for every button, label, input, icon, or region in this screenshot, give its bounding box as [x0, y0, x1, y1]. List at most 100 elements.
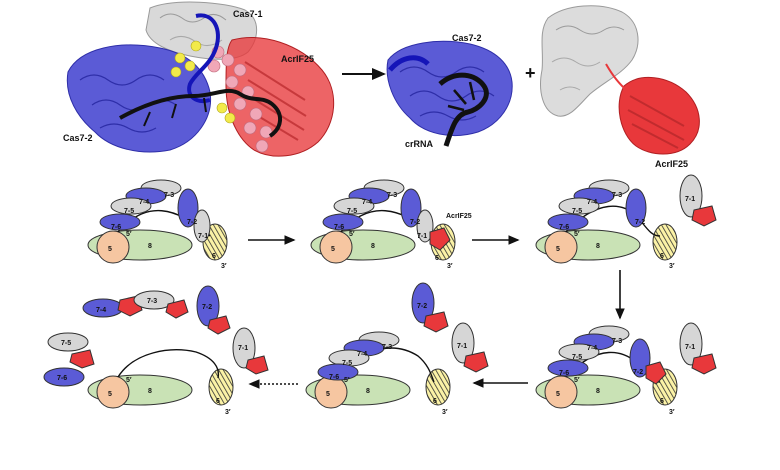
diagram-shape [225, 75, 239, 89]
label-7-5: 7-5 [124, 208, 134, 215]
diagram-label: 7-6 [334, 224, 344, 231]
diagram-label: 7-3 [612, 192, 622, 199]
diagram-shape [96, 375, 130, 409]
panel-disassembled: 7-4 7-3 7-2 7-1 7-5 7-6 5′ 5 8 6 3′ [43, 285, 269, 416]
diagram-shape [119, 88, 282, 138]
diagram-shape [255, 139, 269, 153]
diagram-shape [605, 63, 627, 91]
diagram-label: 7-6 [329, 374, 339, 381]
diagram-shape [143, 97, 207, 127]
diagram-shape [559, 86, 581, 91]
diagram-label: 5 [556, 246, 560, 253]
diagram-label: 7-1 [238, 345, 248, 352]
label-acrif25-complex: AcrIF25 [281, 54, 314, 64]
diagram-shape [243, 121, 257, 135]
diagram-label: 6 [433, 398, 437, 405]
diagram-shape [400, 188, 422, 228]
diagram-shape [133, 290, 175, 310]
diagram-shape [551, 57, 601, 67]
diagram-label: 7-1 [417, 233, 427, 240]
label-cas7-2-product: Cas7-2 [452, 33, 482, 43]
diagram-label: 7-2 [417, 303, 427, 310]
label-7-2: 7-2 [187, 219, 197, 226]
diagram-label: 5′ [349, 231, 355, 238]
diagram-label: 3′ [447, 263, 453, 270]
diagram-shape [544, 230, 578, 264]
diagram-shape [79, 74, 165, 86]
diagram-shape [232, 327, 256, 369]
diagram-label: 6 [660, 398, 664, 405]
diagram-label: 3′ [442, 409, 448, 416]
diagram-shape [386, 40, 513, 136]
diagram-label: 7-2 [635, 219, 645, 226]
label-cas6: 6 [212, 253, 216, 260]
diagram-label: 7-3 [612, 338, 622, 345]
diagram-label: 7-5 [572, 354, 582, 361]
diagram-shape [233, 97, 247, 111]
diagram-shape [691, 353, 717, 375]
diagram-shape [47, 332, 89, 352]
diagram-label: 7-1 [685, 196, 695, 203]
free-acrif25 [691, 205, 717, 227]
label-5-prime: 5′ [126, 231, 132, 238]
diagram-shape [447, 81, 476, 112]
free-cas7-1 [679, 174, 703, 218]
diagram-shape [388, 55, 430, 72]
panel-intact-complex: 7-3 7-4 7-5 7-6 7-2 7-1 5′ 5 8 6 3′ [87, 179, 228, 270]
diagram-label: 5′ [574, 231, 580, 238]
diagram-shape [43, 367, 85, 387]
label-acrif25-product: AcrIF25 [655, 159, 688, 169]
diagram-shape [416, 209, 434, 243]
panel-cas7-1-released: 7-3 7-4 7-5 7-6 7-2 7-1 5′ 5 8 6 3′ [535, 174, 717, 270]
diagram-shape [190, 40, 202, 52]
diagram-label: 7-6 [559, 224, 569, 231]
cas7-2 [177, 188, 199, 228]
diagram-shape [540, 5, 639, 117]
diagram-label: 8 [596, 243, 600, 250]
diagram-label: 5′ [344, 377, 350, 384]
diagram-label: 5′ [126, 377, 132, 384]
diagram-shape [411, 282, 435, 324]
diagram-shape [170, 66, 182, 78]
diagram-label: 3′ [669, 263, 675, 270]
label-7-1: 7-1 [198, 233, 208, 240]
diagram-shape [547, 213, 589, 231]
acrif25-wedge [429, 227, 451, 251]
panel-cas7-2-released: 7-3 7-4 7-5 7-6 7-2 7-1 5′ 5 8 6 3′ [305, 282, 489, 416]
diagram-label: 7-3 [147, 298, 157, 305]
diagram-label: 7-5 [572, 208, 582, 215]
label-7-6: 7-6 [111, 224, 121, 231]
diagram-label: 3′ [225, 409, 231, 416]
cas7-1 [193, 209, 211, 243]
cas5-subunit [96, 230, 130, 264]
diagram-shape [174, 52, 186, 64]
diagram-shape [117, 349, 220, 379]
cas7-2-crrna-structure: Cas7-2 crRNA [386, 33, 513, 149]
plus-sign: + [525, 63, 536, 83]
label-cas5: 5 [108, 246, 112, 253]
diagram-shape [409, 90, 495, 102]
diagram-shape [319, 230, 353, 264]
diagram-label: 5 [331, 246, 335, 253]
acrif25-product-structure: AcrIF25 [540, 5, 700, 169]
diagram-label: 7-1 [685, 344, 695, 351]
diagram-shape [399, 66, 485, 78]
diagram-label: 5 [108, 391, 112, 398]
diagram-shape [438, 72, 489, 147]
diagram-shape [216, 102, 228, 114]
diagram-shape [419, 111, 477, 121]
diagram-shape [207, 315, 231, 335]
diagram-shape [245, 355, 269, 375]
diagram-shape [224, 112, 236, 124]
diagram-label: 5 [556, 391, 560, 398]
diagram-label: 7-4 [587, 199, 597, 206]
diagram-shape [645, 361, 667, 385]
diagram-shape [558, 343, 600, 361]
cas7-5 [110, 197, 152, 215]
diagram-shape [249, 107, 263, 121]
diagram-shape [547, 359, 589, 377]
diagram-label: 6 [435, 255, 439, 262]
diagram-shape [322, 213, 364, 231]
diagram-shape [244, 61, 307, 141]
